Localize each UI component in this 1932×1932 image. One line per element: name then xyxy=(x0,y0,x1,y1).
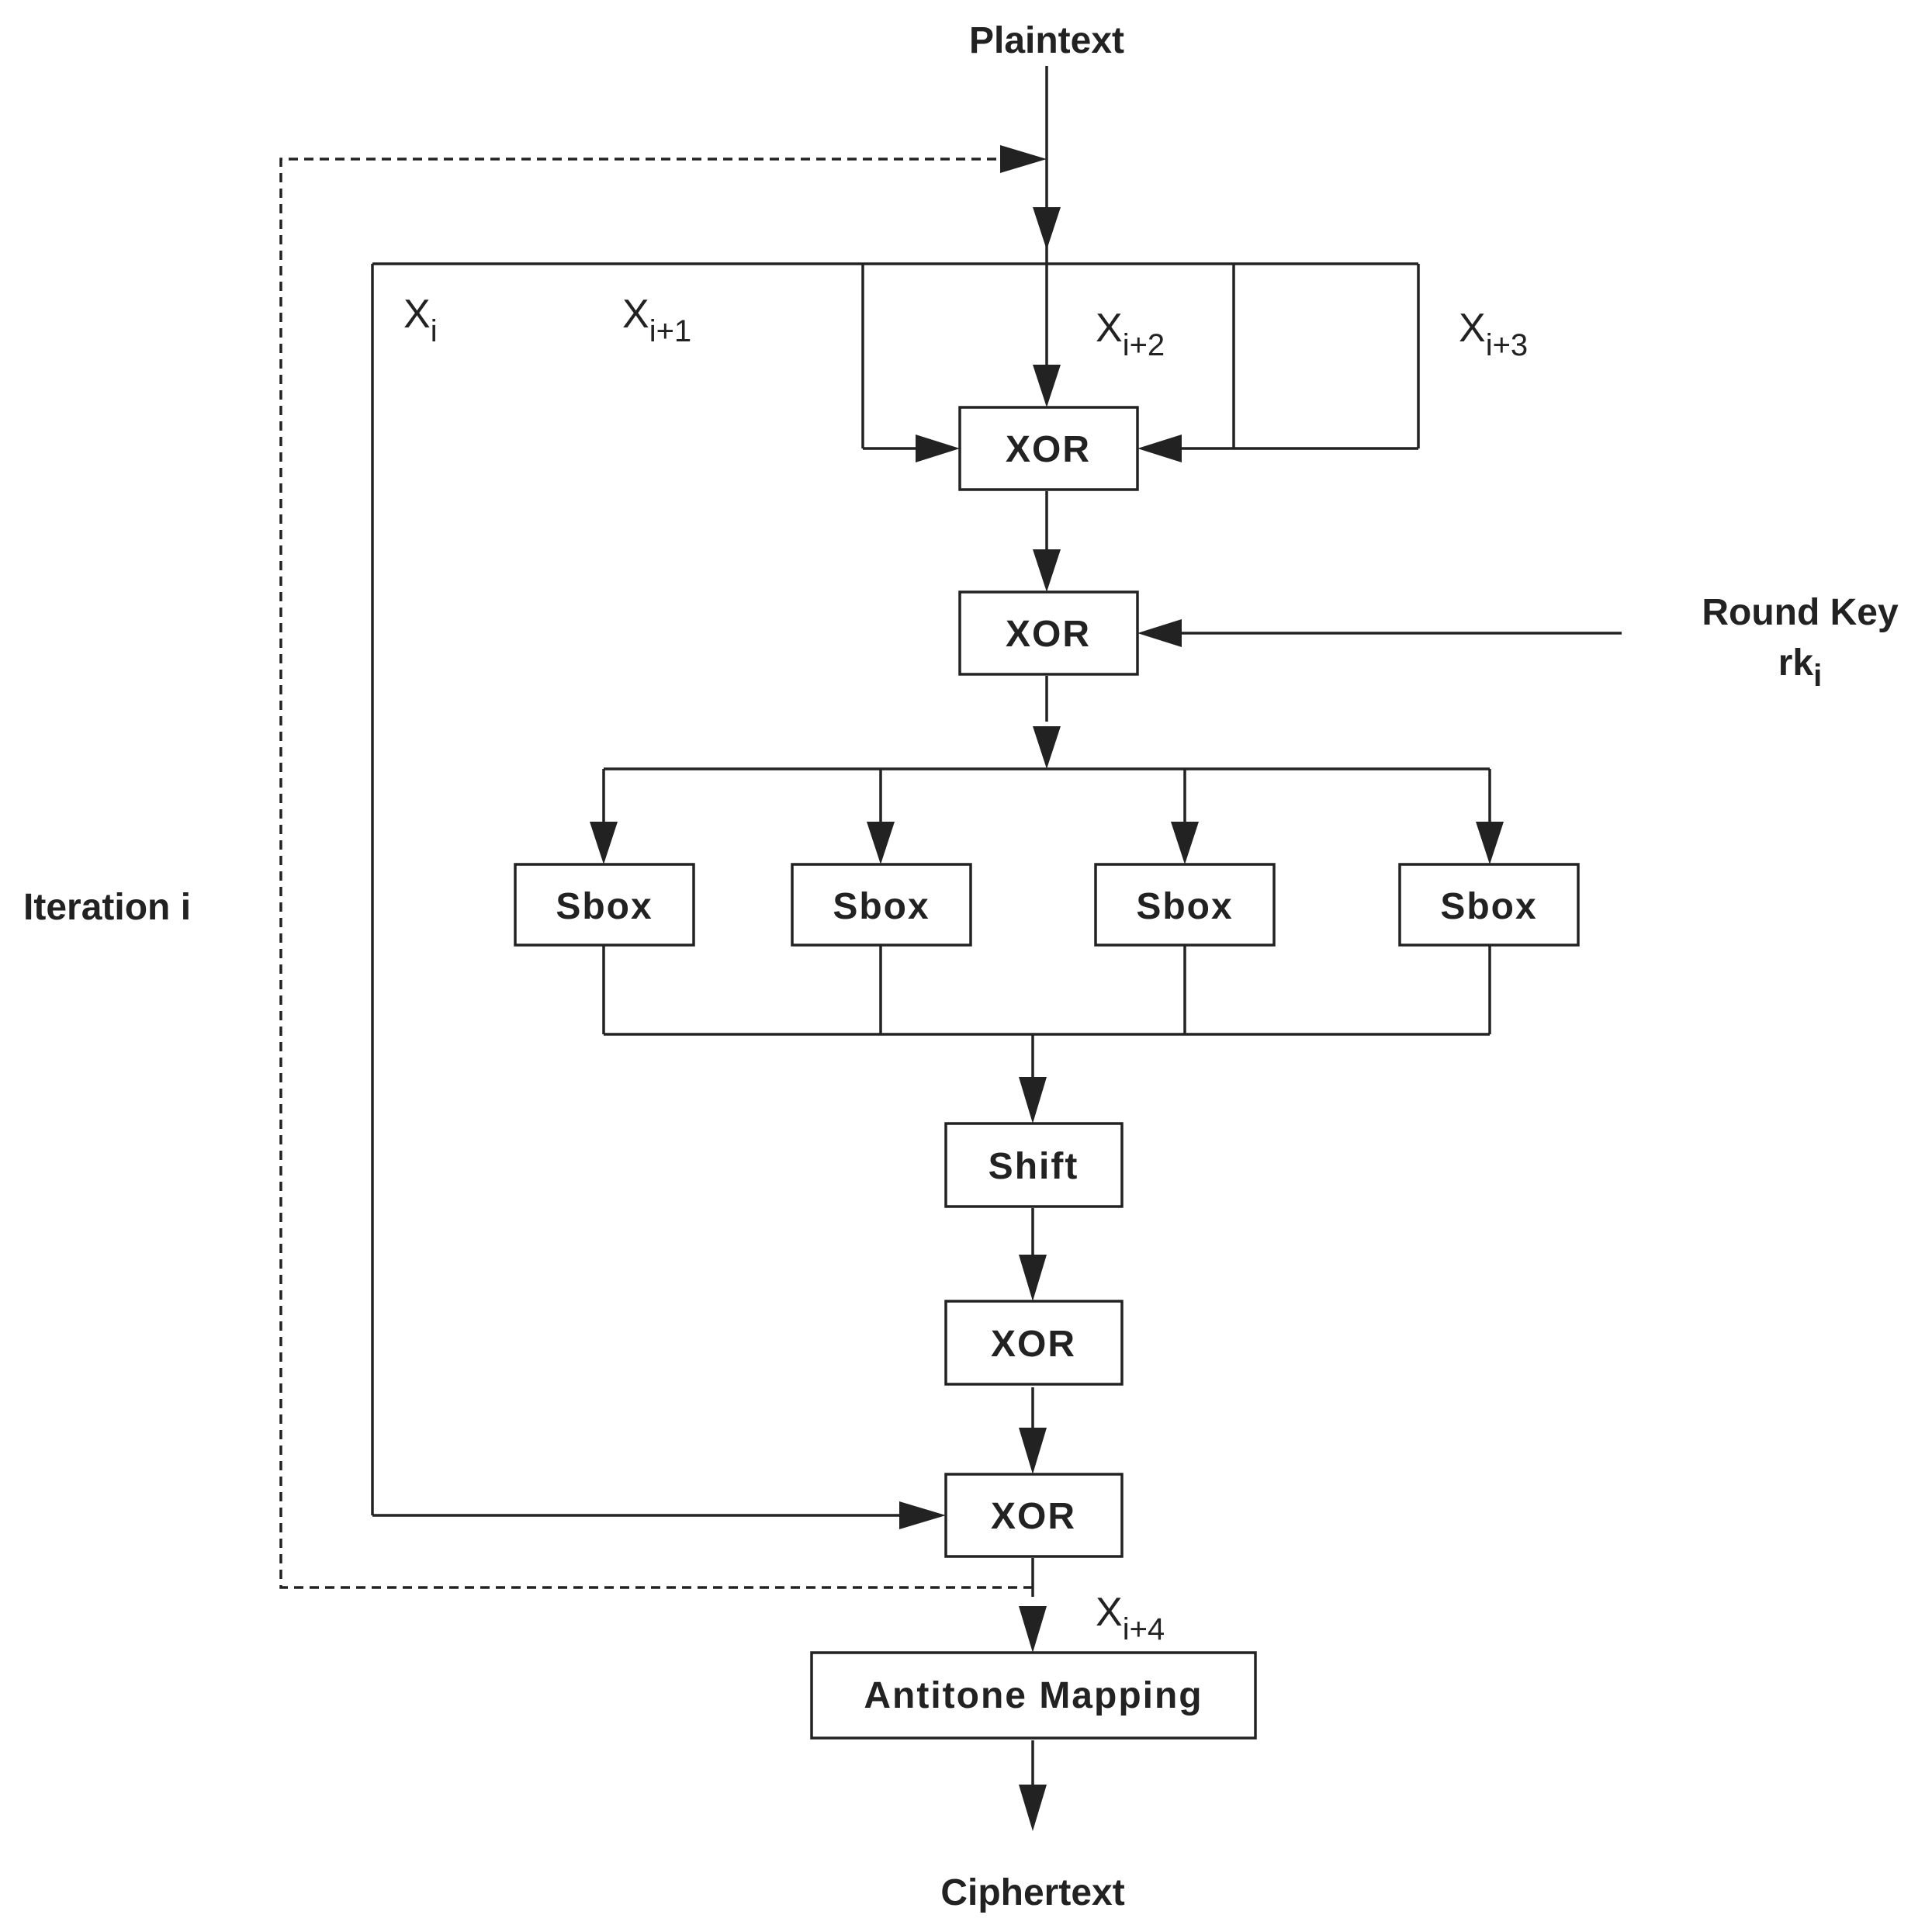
var-xi1-sub: i+1 xyxy=(649,314,692,348)
xor-block-3: XOR xyxy=(944,1300,1124,1386)
var-xi-sub: i xyxy=(431,314,438,348)
ciphertext-arrowhead xyxy=(1019,1785,1047,1831)
var-xi4-base: X xyxy=(1096,1590,1123,1635)
var-xi3: Xi+3 xyxy=(1459,306,1528,362)
ciphertext-label: Ciphertext xyxy=(940,1872,1124,1913)
sbox-block-1-label: Sbox xyxy=(556,886,653,927)
feedback-arrowhead xyxy=(1000,145,1047,173)
xor1-left-arrowhead xyxy=(916,435,960,462)
xor4-top-arrowhead xyxy=(1019,1428,1047,1474)
xor1-top-arrowhead xyxy=(1033,365,1061,407)
var-xi1-base: X xyxy=(622,292,649,337)
sbox-block-3-label: Sbox xyxy=(1136,886,1233,927)
sbox4-arrowhead xyxy=(1476,822,1504,864)
sbox-block-3: Sbox xyxy=(1094,863,1276,947)
xor-block-1-label: XOR xyxy=(1006,429,1091,470)
antitone-mapping-block: Antitone Mapping xyxy=(810,1651,1257,1740)
var-xi3-sub: i+3 xyxy=(1486,328,1529,362)
antitone-mapping-label: Antitone Mapping xyxy=(864,1675,1203,1716)
var-xi: Xi xyxy=(403,292,438,348)
sbox-block-1: Sbox xyxy=(514,863,695,947)
sbox-block-2: Sbox xyxy=(791,863,972,947)
shift-arrowhead xyxy=(1019,1077,1047,1124)
var-xi-base: X xyxy=(403,292,431,337)
var-xi1: Xi+1 xyxy=(622,292,691,348)
iteration-feedback-loop xyxy=(279,158,1033,1589)
sbox-block-4-label: Sbox xyxy=(1440,886,1537,927)
round-key-label: Round Key rki xyxy=(1702,592,1899,693)
split-arrowhead xyxy=(1033,726,1061,769)
xor-block-4-label: XOR xyxy=(991,1496,1076,1537)
iteration-label: Iteration i xyxy=(23,887,191,928)
var-xi4-sub: i+4 xyxy=(1123,1612,1165,1646)
shift-block-label: Shift xyxy=(989,1146,1079,1187)
round-key-base: rk xyxy=(1778,642,1814,684)
arrowheads xyxy=(590,145,1504,1831)
round-key-line2: rki xyxy=(1778,642,1823,693)
var-xi2-base: X xyxy=(1096,306,1123,351)
var-xi3-base: X xyxy=(1459,306,1486,351)
xor3-arrowhead xyxy=(1019,1255,1047,1301)
plaintext-label: Plaintext xyxy=(969,20,1124,61)
xor2-top-arrowhead xyxy=(1033,549,1061,592)
xor4-left-arrowhead xyxy=(899,1501,946,1529)
round-key-sub: i xyxy=(1813,659,1822,693)
xor1-right-arrowhead xyxy=(1137,435,1182,462)
sbox-block-2-label: Sbox xyxy=(833,886,930,927)
round-key-line1: Round Key xyxy=(1702,592,1899,633)
sbox3-arrowhead xyxy=(1171,822,1199,864)
shift-block: Shift xyxy=(944,1122,1124,1208)
round-key-arrowhead xyxy=(1137,619,1182,647)
xor-block-2: XOR xyxy=(958,590,1139,676)
sbox2-arrowhead xyxy=(867,822,895,864)
sbox-block-4: Sbox xyxy=(1398,863,1580,947)
var-xi4: Xi+4 xyxy=(1096,1590,1165,1646)
sbox1-arrowhead xyxy=(590,822,618,864)
xor-block-1: XOR xyxy=(958,406,1139,491)
xor-block-4: XOR xyxy=(944,1473,1124,1558)
plaintext-arrowhead xyxy=(1033,207,1061,250)
xor-block-2-label: XOR xyxy=(1006,614,1091,655)
antitone-arrowhead xyxy=(1019,1606,1047,1653)
var-xi2: Xi+2 xyxy=(1096,306,1165,362)
var-xi2-sub: i+2 xyxy=(1123,328,1165,362)
xor-block-3-label: XOR xyxy=(991,1324,1076,1365)
